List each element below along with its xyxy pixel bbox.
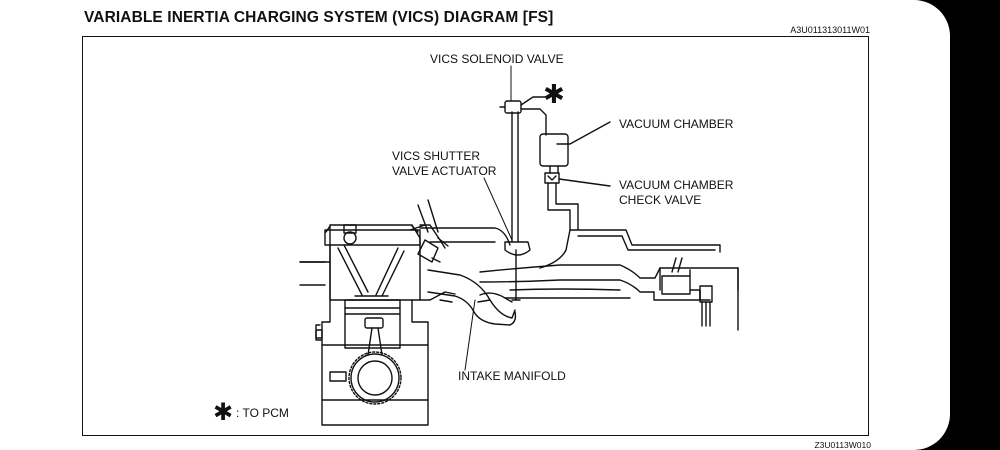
vics-shutter-actuator <box>504 241 531 301</box>
piston <box>344 299 401 356</box>
vics-diagram: ✱ VICS SOLENOID VALVE VACUUM CHAMBER VAC… <box>213 52 739 426</box>
vacuum-hose-manifold <box>539 229 721 269</box>
label-check-valve-line2: CHECK VALVE <box>619 193 701 207</box>
vacuum-chamber <box>539 121 611 174</box>
crankshaft-gear <box>329 351 402 405</box>
legend-asterisk-icon: ✱ <box>213 398 233 426</box>
vacuum-chamber-check-valve <box>544 172 611 231</box>
label-check-valve-line1: VACUUM CHAMBER <box>619 178 734 192</box>
label-vics-solenoid-valve: VICS SOLENOID VALVE <box>430 52 564 66</box>
page-title: VARIABLE INERTIA CHARGING SYSTEM (VICS) … <box>84 9 554 26</box>
figure-code: Z3U0113W010 <box>814 440 871 450</box>
engine-valves <box>337 224 426 297</box>
intake-manifold <box>299 227 739 331</box>
legend-to-pcm: : TO PCM <box>236 406 289 420</box>
pcm-connector-asterisk: ✱ <box>543 80 565 110</box>
label-vacuum-chamber: VACUUM CHAMBER <box>619 117 734 131</box>
document-code: A3U011313011W01 <box>790 25 870 35</box>
throttle-body <box>661 257 713 327</box>
vics-solenoid-valve <box>499 96 547 136</box>
vacuum-hose-actuator <box>511 111 519 243</box>
intake-runner <box>299 199 449 286</box>
label-actuator-line1: VICS SHUTTER <box>392 149 480 163</box>
label-actuator-line2: VALVE ACTUATOR <box>392 164 497 178</box>
diagram-frame <box>82 36 869 436</box>
label-intake-manifold: INTAKE MANIFOLD <box>458 369 566 383</box>
leader-lines <box>464 65 513 371</box>
manual-page: VARIABLE INERTIA CHARGING SYSTEM (VICS) … <box>0 0 950 450</box>
